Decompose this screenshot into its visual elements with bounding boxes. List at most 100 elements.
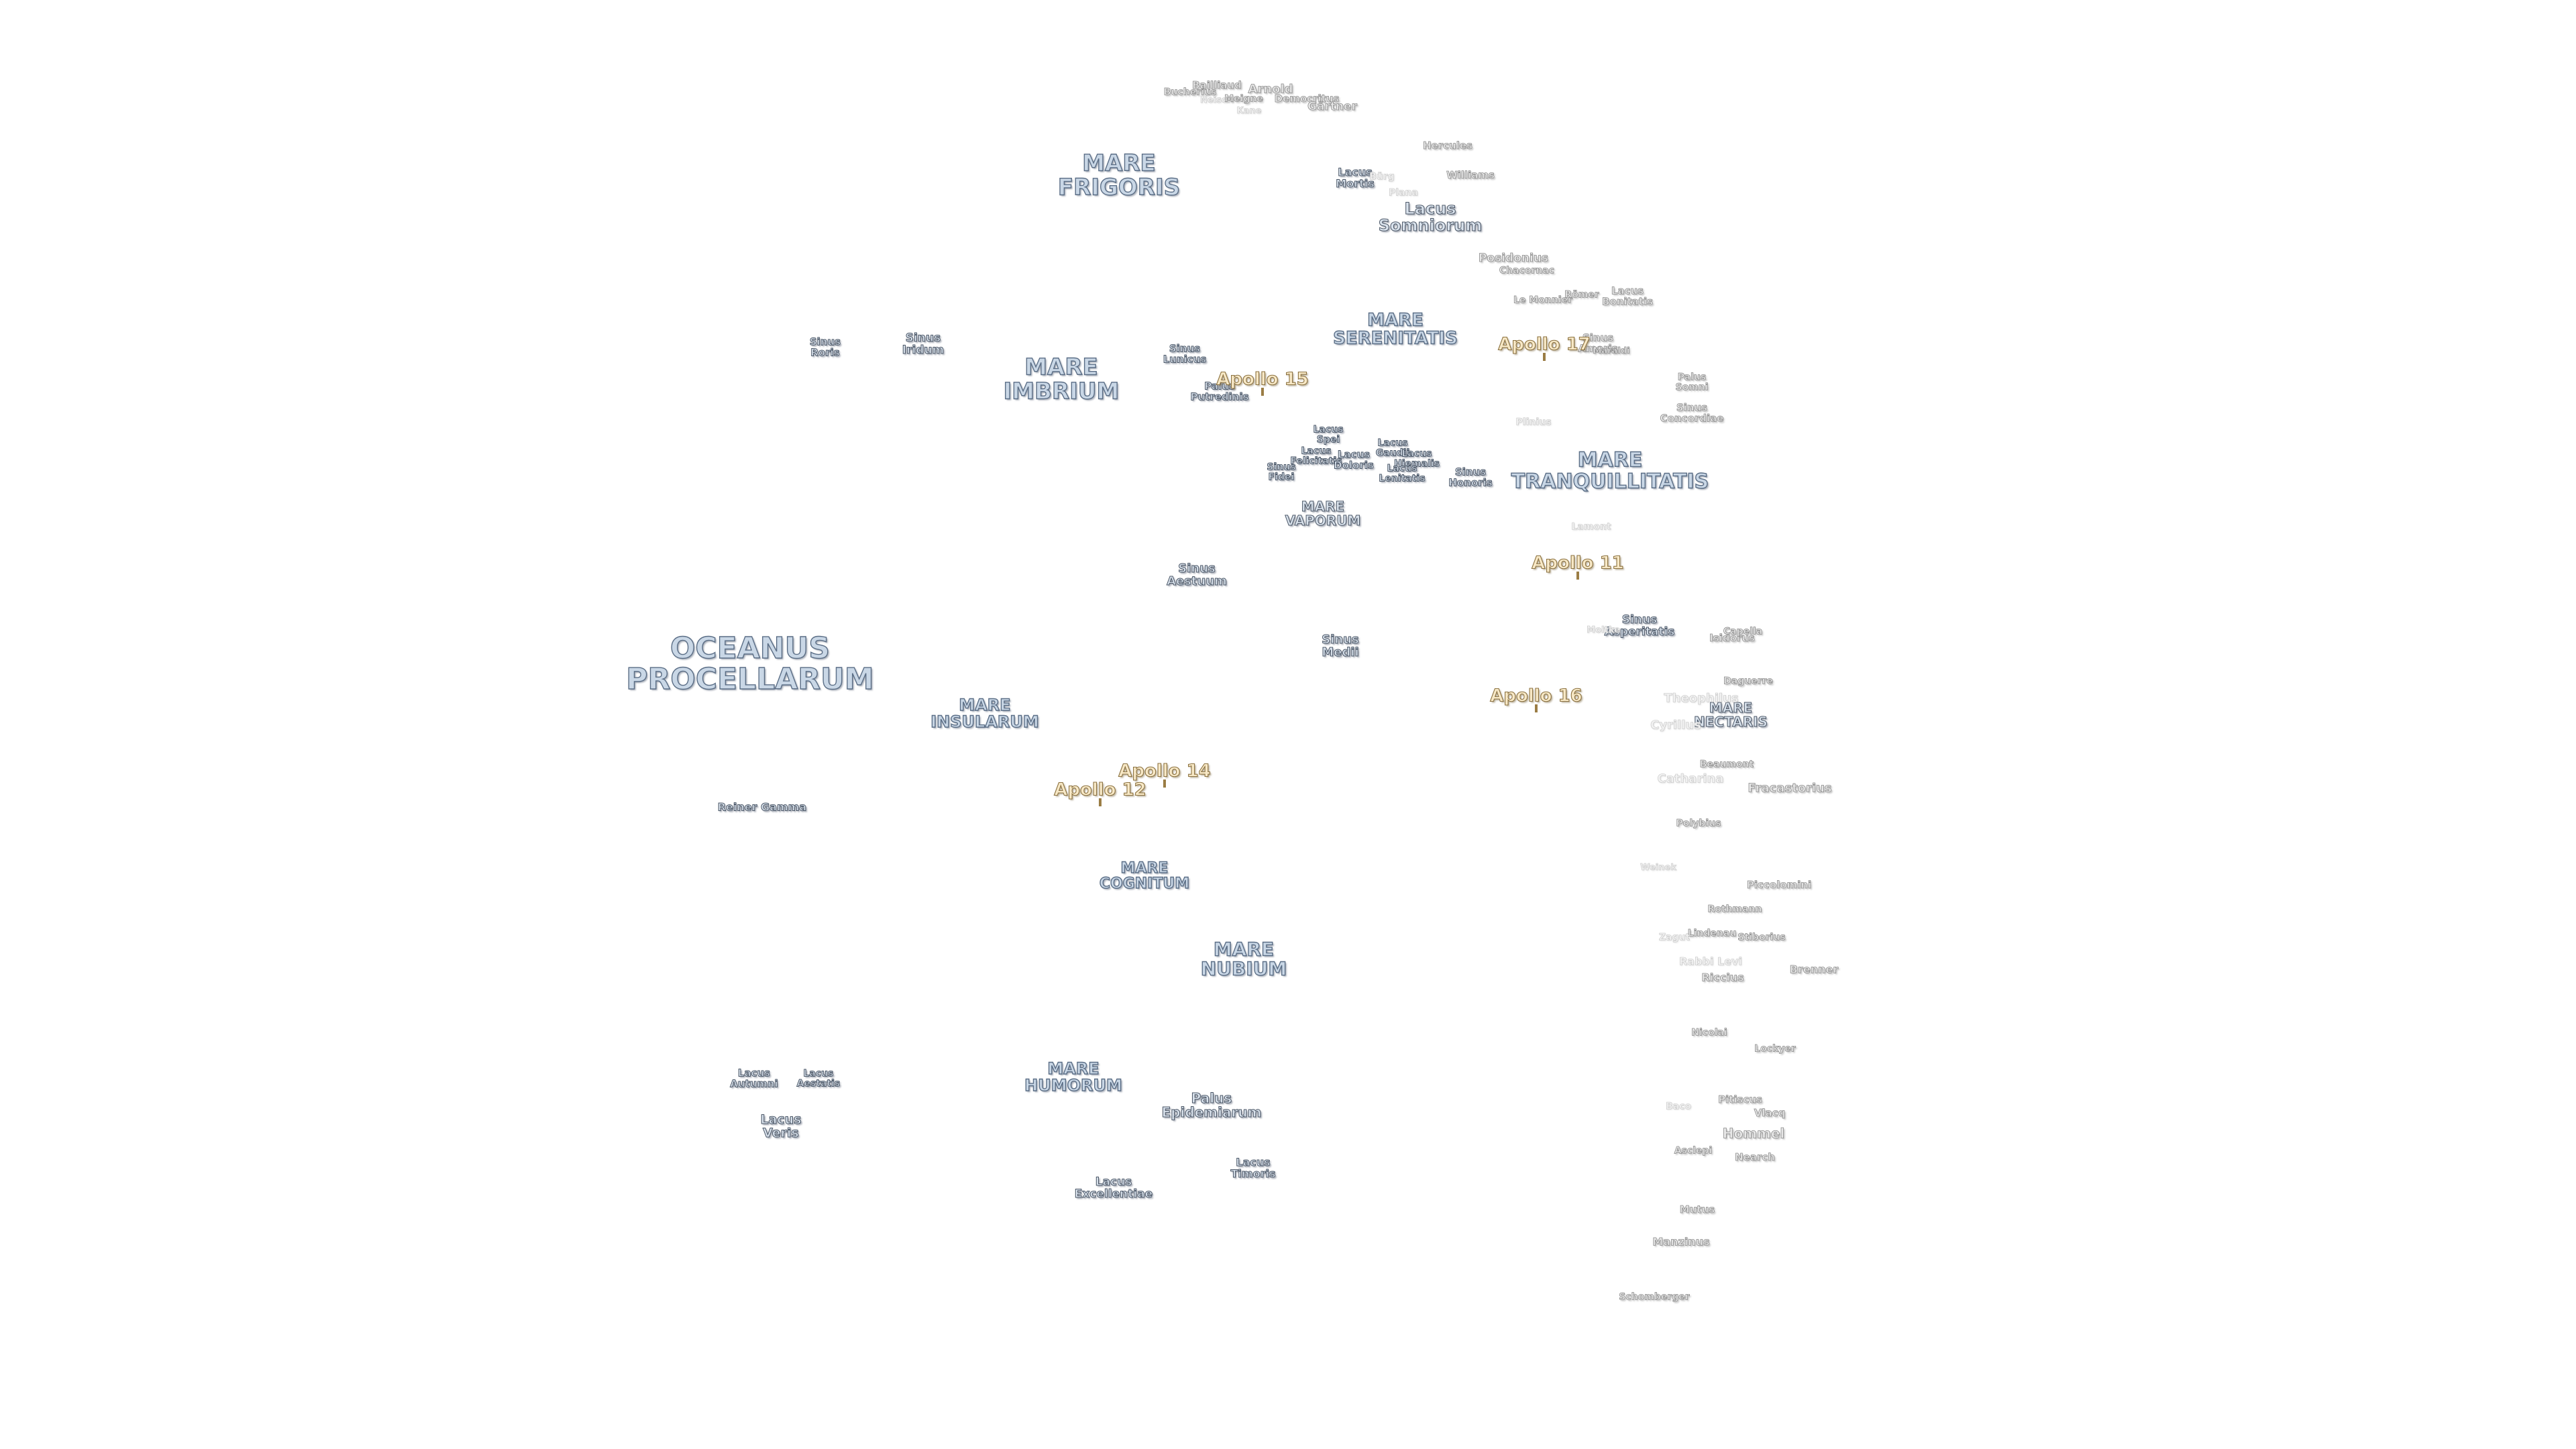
label-democritus-line: Democritus <box>1274 93 1340 105</box>
label-sinus-iridum-line: Sinus <box>905 331 941 345</box>
label-bailliaud-line: Bailliaud <box>1192 79 1242 92</box>
label-riccius: Riccius <box>1701 971 1744 984</box>
label-mare-tranquillitatis-line: MARE <box>1577 448 1643 472</box>
label-sinus-fidei-line: Sinus <box>1267 462 1296 473</box>
label-hercules: Hercules <box>1423 140 1473 152</box>
label-lacus-timoris-line: Lacus <box>1236 1156 1271 1169</box>
label-apollo-11: Apollo 11 <box>1532 553 1625 573</box>
label-lacus-somniorum-line: Somniorum <box>1378 216 1483 235</box>
label-polybius-line: Polybius <box>1676 818 1721 829</box>
label-lacus-mortis-line: Lacus <box>1338 166 1373 179</box>
label-sinus-asperitatis-line: Sinus <box>1621 613 1658 627</box>
label-mare-humorum-line: HUMORUM <box>1024 1076 1122 1095</box>
label-lindenau-line: Lindenau <box>1687 928 1737 939</box>
label-apollo-15: Apollo 15 <box>1216 370 1309 389</box>
label-plinius-line: Plinius <box>1515 417 1552 428</box>
label-sinus-aestuum-line: Sinus <box>1178 561 1216 576</box>
label-daguerre: Daguerre <box>1723 676 1774 687</box>
label-weinek: Weinek <box>1640 863 1676 873</box>
label-nearch-line: Nearch <box>1735 1151 1776 1164</box>
label-bailliaud: Bailliaud <box>1192 80 1242 91</box>
label-manzinus-line: Manzinus <box>1652 1235 1710 1248</box>
label-piccolomini: Piccolomini <box>1746 879 1811 891</box>
label-neison: Neison <box>1200 96 1234 105</box>
label-lacus-aestatis-line: Aestatis <box>796 1078 841 1089</box>
label-beaumont: Beaumont <box>1699 759 1754 770</box>
label-lacus-spei-line: Lacus <box>1313 424 1344 435</box>
label-lacus-mortis-line: Mortis <box>1336 177 1375 190</box>
label-sinus-concordiae-line: Concordiae <box>1660 412 1724 424</box>
label-williams: Williams <box>1446 170 1495 181</box>
label-sinus-roris-line: Roris <box>810 346 840 358</box>
label-mare-imbrium-line: IMBRIUM <box>1003 378 1120 405</box>
label-isidorus-line: Isidorus <box>1709 632 1755 645</box>
label-plinius: Plinius <box>1515 417 1552 428</box>
label-arnold: Arnold <box>1248 83 1293 97</box>
label-rothmann-line: Rothmann <box>1707 904 1762 915</box>
label-democritus: Democritus <box>1274 93 1340 105</box>
label-oceanus-procellarum-line: PROCELLARUM <box>626 662 875 696</box>
label-isidorus: Isidorus <box>1709 633 1755 644</box>
label-mare-serenitatis-line: SERENITATIS <box>1332 329 1458 349</box>
label-oceanus-procellarum-line: OCEANUS <box>669 631 830 665</box>
label-apollo-12-line: Apollo 12 <box>1054 780 1147 800</box>
label-sinus-lunicus-line: Lunicus <box>1163 353 1207 365</box>
label-chacornac-line: Chacornac <box>1499 265 1555 276</box>
label-bucherius: Bucherius <box>1163 87 1217 98</box>
label-lacus-veris-line: Lacus <box>760 1112 802 1128</box>
label-sinus-fidei-line: Fidei <box>1268 472 1295 482</box>
label-palus-epidemiarum-line: Epidemiarum <box>1161 1104 1262 1120</box>
label-neison-line: Neison <box>1199 95 1234 106</box>
label-mare-frigoris-line: FRIGORIS <box>1057 174 1181 201</box>
label-schomberger-line: Schomberger <box>1619 1291 1690 1303</box>
label-lacus-autumni-line: Lacus <box>737 1067 771 1079</box>
label-lacus-lenitatis-line: Lenitatis <box>1379 473 1426 484</box>
label-daguerre-line: Daguerre <box>1723 676 1774 687</box>
label-mare-imbrium-line: MARE <box>1024 354 1099 381</box>
label-cyrillus-line: Cyrillus <box>1650 718 1701 733</box>
label-palus-putredinis-line: Palus <box>1204 380 1235 392</box>
label-lamont-line: Lamont <box>1571 521 1611 533</box>
label-lacus-spei-line: Spei <box>1316 434 1340 445</box>
label-fracastorius: Fracastorius <box>1748 782 1832 796</box>
label-lacus-veris-line: Veris <box>763 1126 800 1140</box>
label-mare-tranquillitatis-line: TRANQUILLITATIS <box>1511 470 1709 493</box>
label-schomberger: Schomberger <box>1619 1291 1690 1303</box>
label-meigne-line: Meigne <box>1224 93 1264 105</box>
label-palus-epidemiarum-line: Palus <box>1191 1090 1232 1106</box>
label-sinus-roris-line: Sinus <box>809 335 841 348</box>
label-sinus-amoris-line: Amoris <box>1578 342 1618 354</box>
label-pitiscus-line: Pitiscus <box>1718 1093 1763 1106</box>
label-sinus-honoris-line: Honoris <box>1448 476 1493 488</box>
label-bucherius-line: Bucherius <box>1163 87 1217 98</box>
label-lacus-gaudii-line: Lacus <box>1377 437 1408 449</box>
label-apollo-17-line: Apollo 17 <box>1498 334 1591 355</box>
label-cyrillus: Cyrillus <box>1650 718 1701 733</box>
label-moltke: Moltke <box>1587 626 1620 635</box>
landing-site-marker <box>1576 571 1579 580</box>
label-baco-line: Baco <box>1665 1101 1692 1112</box>
label-mare-nubium-line: NUBIUM <box>1200 958 1287 980</box>
label-mare-frigoris-line: MARE <box>1082 150 1157 177</box>
label-apollo-14-line: Apollo 14 <box>1118 761 1212 782</box>
label-lacus-hiemalis-line: Lacus <box>1401 448 1432 460</box>
label-palus-somni-line: Palus <box>1677 372 1707 383</box>
label-vlacq: Vlacq <box>1754 1108 1785 1119</box>
label-catharina-line: Catharina <box>1657 771 1724 786</box>
label-manzinus: Manzinus <box>1652 1235 1710 1248</box>
label-mare-nectaris-line: MARE <box>1709 700 1753 716</box>
label-mutus: Mutus <box>1679 1204 1715 1216</box>
